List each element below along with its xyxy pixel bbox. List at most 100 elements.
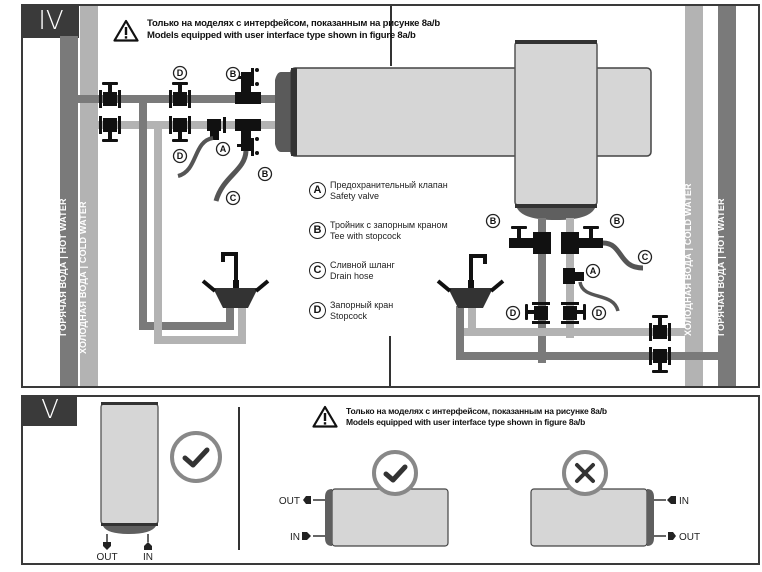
warning-triangle-icon [113,19,139,42]
hot-supply-line [456,352,718,360]
svg-text:B: B [614,216,621,226]
legend-key: D [309,302,326,319]
cold-supply-line [456,328,685,336]
stopcock-icon [99,82,121,108]
callout-b-bottom: B [257,166,273,182]
cold-water-main-right [685,6,703,386]
warning-triangle-icon [312,405,338,428]
callout-a-right: A [585,263,601,279]
tee-with-stopcock-bottom-icon [235,119,261,156]
stopcock-d-top-icon [169,82,191,108]
warning-text-en: Models equipped with user interface type… [147,30,416,41]
arrow-down-icon [103,542,111,550]
cold-water-label-right: ХОЛОДНАЯ ВОДА | COLD WATER [683,183,693,336]
stopcock-icon [99,116,121,142]
svg-text:D: D [177,151,184,161]
callout-c: C [225,190,241,206]
hot-water-label-left: ГОРЯЧАЯ ВОДА | HOT WATER [58,198,68,336]
callout-d-right-left: D [505,305,521,321]
legend-key: B [309,222,326,239]
tee-with-stopcock-left-icon [509,226,551,254]
hot-down-pipe [139,95,147,330]
stopcock-d-left-icon [525,302,550,324]
svg-text:C: C [230,193,237,203]
horizontal-heater-correct [302,488,449,547]
cold-faucet-riser [238,306,246,344]
tee-with-stopcock-top-icon [235,68,261,104]
warning-note-iv: Только на моделях с интерфейсом, показан… [113,18,440,42]
svg-text:D: D [510,308,517,318]
arrow-up-icon [144,542,152,550]
hot-faucet-riser-right [456,306,464,360]
callout-b-top: B [225,66,241,82]
horizontal-heater-incorrect [530,488,676,547]
legend-en: Stopcock [330,311,368,321]
svg-text:A: A [590,266,597,276]
legend-ru: Предохранительный клапан [330,180,448,190]
warning-text-ru: Только на моделях с интерфейсом, показан… [147,18,440,29]
mixer-faucet-left-icon [201,252,270,308]
drain-hose-c [213,150,249,202]
stopcock-main-hot-icon [649,347,671,373]
check-mark-icon [170,431,222,483]
horizontal-wrong-in-label: IN [679,496,689,507]
mixer-faucet-right-icon [436,254,505,308]
stopcock-d-right-icon [561,302,586,324]
arrow-right-icon [668,532,676,540]
warning-text-ru: Только на моделях с интерфейсом, показан… [346,405,607,416]
svg-text:A: A [220,144,227,154]
vertical-out-label: OUT [96,552,117,563]
svg-text:C: C [642,252,649,262]
stopcock-main-cold-icon [649,315,671,341]
cold-faucet-riser-right [468,306,476,336]
legend-key: A [309,182,326,199]
cold-faucet-pipe [154,336,246,344]
vertical-in-label: IN [143,552,153,563]
drain-hose-c-right [602,240,644,271]
legend-en: Drain hose [330,271,374,281]
legend-en: Tee with stopcock [330,231,402,241]
callout-c-right: C [637,249,653,265]
legend-key: C [309,262,326,279]
callout-b-right-right: B [609,213,625,229]
horizontal-correct-in-label: IN [290,532,300,543]
legend-ru: Запорный кран [330,300,394,310]
svg-text:B: B [490,216,497,226]
warning-note-v: Только на моделях с интерфейсом, показан… [312,405,607,428]
vertical-heater-correct [100,402,159,550]
installation-diagram-vertical-horizontal: D D A B B C B B C A D D [60,6,736,386]
hot-water-main-right [718,6,736,386]
legend-en: Safety valve [330,191,380,201]
legend-ru: Сливной шланг [330,260,395,270]
hot-outlet-pipe [538,218,546,363]
callout-d-bottom: D [172,148,188,164]
stopcock-d-bottom-icon [169,116,191,142]
svg-text:D: D [596,308,603,318]
panel-v: V OUT IN OUT IN [21,395,760,565]
horizontal-correct-out-label: OUT [279,496,300,507]
safety-valve-icon [207,117,226,140]
legend-ru: Тройник с запорным краном [330,220,448,230]
svg-text:B: B [230,69,237,79]
cold-water-label-left: ХОЛОДНАЯ ВОДА | COLD WATER [78,201,88,354]
cold-down-pipe [154,121,162,344]
orientation-diagram: OUT IN OUT IN [96,402,700,563]
arrow-right-icon [302,532,311,540]
drain-hose-a-right [578,281,620,312]
cold-feed-line [98,121,293,129]
cross-mark-icon [562,450,608,496]
warning-text-en: Models equipped with user interface type… [346,416,586,427]
safety-valve-right-icon [563,268,584,284]
callout-d-right-right: D [591,305,607,321]
hot-water-main-left [60,36,78,386]
horizontal-wrong-out-label: OUT [679,532,700,543]
check-mark-icon [372,450,418,496]
callout-d-top: D [172,65,188,81]
hot-faucet-riser [226,306,234,330]
section-label-v: V [23,397,77,426]
hot-faucet-pipe [139,322,234,330]
